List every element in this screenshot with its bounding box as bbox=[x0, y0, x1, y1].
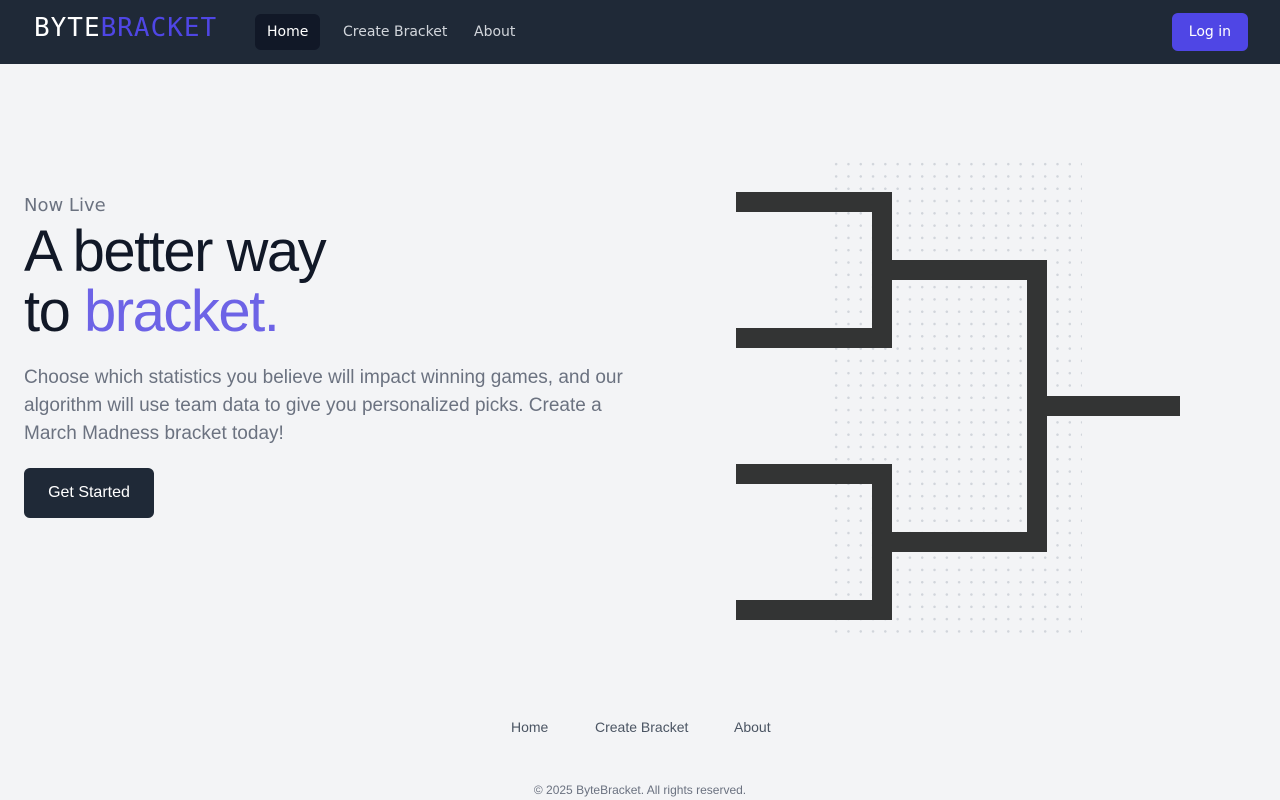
hero-title-highlight: bracket. bbox=[84, 279, 280, 344]
logo-byte: BYTE bbox=[34, 13, 101, 43]
nav-about[interactable]: About bbox=[474, 24, 516, 40]
logo[interactable]: BYTEBRACKET bbox=[34, 14, 217, 42]
hero-title-line2: to bracket. bbox=[24, 282, 325, 342]
now-live-label: Now Live bbox=[24, 195, 106, 216]
bracket-line bbox=[872, 532, 1047, 552]
nav-create-bracket[interactable]: Create Bracket bbox=[343, 24, 448, 40]
bracket-line bbox=[736, 464, 892, 484]
hero-title-to: to bbox=[24, 279, 71, 344]
bracket-line bbox=[872, 260, 1047, 280]
hero-title: A better way to bracket. bbox=[24, 219, 327, 342]
bracket-line bbox=[736, 600, 892, 620]
copyright: © 2025 ByteBracket. All rights reserved. bbox=[533, 783, 747, 797]
bracket-line bbox=[736, 192, 892, 212]
footer-home[interactable]: Home bbox=[511, 719, 549, 735]
bracket-line bbox=[736, 328, 892, 348]
footer-create-bracket[interactable]: Create Bracket bbox=[595, 719, 689, 735]
logo-bracket: BRACKET bbox=[100, 13, 218, 43]
bracket-line bbox=[872, 464, 892, 620]
hero-title-line1: A better way bbox=[24, 219, 327, 284]
top-navbar: BYTEBRACKET Home Create Bracket About Lo… bbox=[0, 0, 1280, 64]
footer-about[interactable]: About bbox=[734, 719, 771, 735]
login-button[interactable]: Log in bbox=[1171, 13, 1248, 51]
nav-home[interactable]: Home bbox=[255, 14, 321, 50]
hero-description: Choose which statistics you believe will… bbox=[24, 367, 623, 444]
bracket-line bbox=[1027, 396, 1180, 416]
get-started-button[interactable]: Get Started bbox=[24, 468, 154, 518]
